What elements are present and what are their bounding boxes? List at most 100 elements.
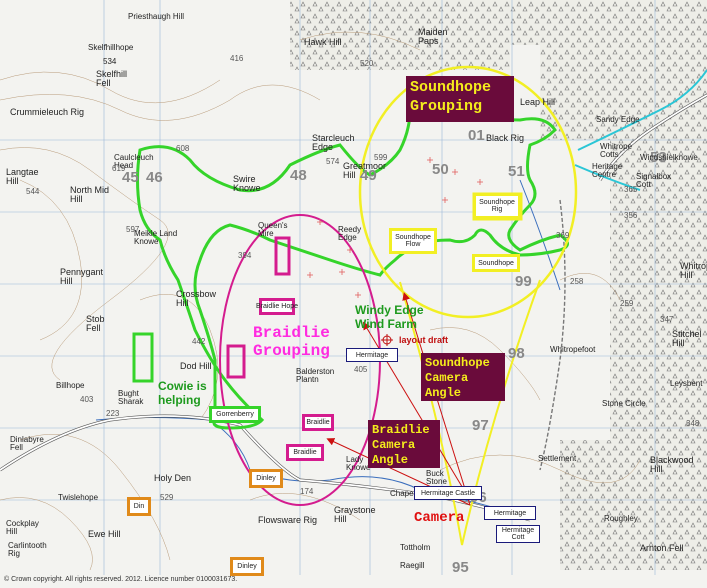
- spot-height: 442: [192, 337, 206, 346]
- grid-number: 95: [452, 559, 469, 576]
- place-name: Holy Den: [154, 473, 192, 483]
- windy-edge-label: Windy Edge Wind Farm: [355, 303, 424, 331]
- forest-top: [430, 0, 540, 45]
- place-name: Black Rig: [486, 133, 525, 143]
- place-name: Signalbox Cott: [636, 172, 672, 189]
- place-name: Meikle Land Knowe: [134, 229, 178, 246]
- grid-number: 99: [515, 273, 532, 290]
- place-name: Starcleuch Edge: [312, 133, 355, 152]
- place-name: Leap Hill: [520, 97, 556, 107]
- viewpoint-gorrenberry[interactable]: Gorrenberry: [209, 406, 261, 423]
- place-name: Lady Knowe: [346, 455, 371, 472]
- place-name: Flowsware Rig: [258, 515, 318, 525]
- forest-southeast: [560, 440, 707, 570]
- place-name: Carlintooth Rig: [8, 541, 47, 558]
- place-name: Skelfhill Fell: [96, 69, 128, 88]
- spot-height: 403: [80, 395, 94, 404]
- grid-number: 48: [290, 167, 307, 184]
- viewpoint-soundhope[interactable]: Soundhope: [472, 254, 520, 272]
- place-name: Stone Circle: [602, 399, 646, 408]
- place-name: Crossbow Hill: [176, 289, 217, 308]
- place-name: Pennygant Hill: [60, 267, 104, 286]
- spot-height: 520: [360, 59, 374, 68]
- place-name: Skelfhillhope: [88, 43, 134, 52]
- place-name: Dinlabyre Fell: [10, 435, 44, 452]
- grid-number: 98: [508, 345, 525, 362]
- spot-height: 258: [570, 277, 584, 286]
- spot-height: 348: [686, 419, 700, 428]
- spot-height: 619: [112, 164, 126, 173]
- spot-height: 534: [103, 57, 117, 66]
- cyan-route-2: [574, 164, 641, 191]
- contour-lines: [0, 31, 641, 571]
- place-name: Langtae Hill: [6, 167, 39, 186]
- layout-draft-label: layout draft: [399, 335, 449, 345]
- place-name: Stob Fell: [86, 314, 105, 333]
- place-name: Maiden Paps: [418, 27, 448, 46]
- viewpoint-braidlie-2[interactable]: Braidlie: [286, 444, 324, 461]
- viewpoint-soundhope-rig[interactable]: Soundhope Rig: [473, 193, 521, 219]
- spot-height: 416: [230, 54, 244, 63]
- place-name: Heritage Centre: [592, 162, 623, 179]
- viewpoint-din[interactable]: Din: [127, 497, 151, 516]
- cowie-helping-label: Cowie is helping: [158, 379, 207, 407]
- place-name: Cockplay Hill: [6, 519, 39, 536]
- viewpoint-hermitage-1[interactable]: Hermitage: [346, 348, 398, 362]
- viewpoint-dinley-1[interactable]: Dinley: [249, 469, 283, 488]
- spot-height: 369: [556, 231, 570, 240]
- place-name: Bught Sharak: [118, 389, 144, 406]
- place-name: Dod Hill: [180, 361, 212, 371]
- grid-number: 97: [472, 417, 489, 434]
- grid-number: 45: [122, 169, 139, 186]
- place-name: Buck Stone: [426, 469, 447, 486]
- grid-number: 53: [650, 149, 667, 166]
- crosshair-icon: [381, 334, 393, 346]
- spot-height: 394: [238, 251, 252, 260]
- place-name: Windshielknowe: [640, 153, 698, 162]
- spot-height: 574: [326, 157, 340, 166]
- braidlie-box-1: [274, 236, 291, 276]
- place-name: Balderston Plantn: [296, 367, 335, 384]
- place-name: Billhope: [56, 381, 85, 390]
- place-name: Crummieleuch Rig: [10, 107, 85, 117]
- viewpoint-hermitage-castle[interactable]: Hermitage Castle: [414, 486, 482, 500]
- place-name: Blackwood Hill: [650, 455, 694, 474]
- braidlie-box-2: [226, 344, 246, 379]
- place-name: Raegill: [400, 561, 425, 570]
- spot-height: 174: [300, 487, 314, 496]
- copyright-notice: © Crown copyright. All rights reserved. …: [4, 576, 238, 583]
- place-name: Priesthaugh Hill: [128, 12, 185, 21]
- green-box-cowie: [132, 332, 154, 383]
- viewpoint-soundhope-flow[interactable]: Soundhope Flow: [389, 228, 437, 254]
- viewpoint-braidlie-hope[interactable]: Braidlie Hope: [256, 298, 298, 315]
- soundhope-camera-panel: Soundhope Camera Angle: [421, 353, 505, 401]
- place-name: Chapel: [390, 489, 416, 498]
- place-name: Reedy Edge: [338, 225, 362, 242]
- grid-number: 50: [432, 161, 449, 178]
- soundhope-grouping-panel: Soundhope Grouping: [406, 76, 514, 122]
- spot-height: 529: [160, 493, 174, 502]
- spot-height: 356: [624, 211, 638, 220]
- place-name: Whitrope Cotts: [600, 142, 633, 159]
- spot-height: 365: [624, 185, 638, 194]
- spot-height: 608: [176, 144, 190, 153]
- place-name: Leysbent: [670, 379, 703, 388]
- place-name: Tottholm: [400, 543, 431, 552]
- braidlie-grouping-label: Braidlie Grouping: [253, 324, 330, 360]
- place-name: Stitchel Hill: [672, 329, 702, 348]
- place-name: Twislehope: [58, 493, 99, 502]
- place-name: Caulcleuch Head: [114, 153, 154, 170]
- place-name: Ewe Hill: [88, 529, 121, 539]
- place-name: Roughley: [604, 514, 638, 523]
- grid-number: 51: [508, 163, 525, 180]
- viewpoint-hermitage-cott[interactable]: Hermitage Cott: [496, 525, 540, 543]
- viewpoint-braidlie-1[interactable]: Braidlie: [302, 414, 334, 431]
- viewpoint-hermitage-2[interactable]: Hermitage: [484, 506, 536, 520]
- viewpoint-dinley-2[interactable]: Dinley: [230, 557, 264, 576]
- place-name: Arnton Fell: [640, 543, 684, 553]
- forest-northeast: [540, 0, 707, 140]
- forest-east: [610, 140, 707, 460]
- place-name: Hawk Hill: [304, 37, 342, 47]
